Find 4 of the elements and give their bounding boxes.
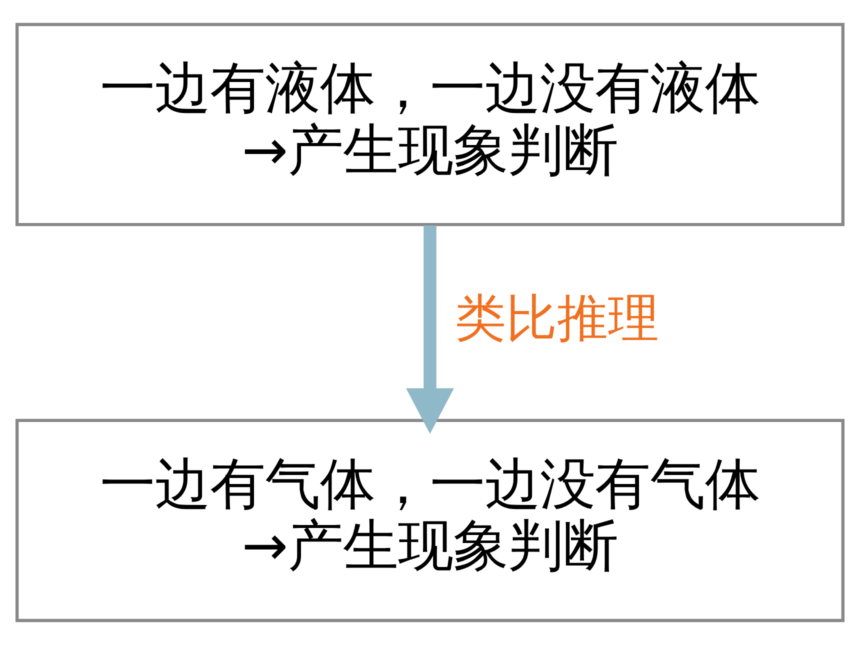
node-box: 一边有气体，一边没有气体 →产生现象判断 bbox=[15, 418, 845, 622]
edge-label: 类比推理 bbox=[455, 290, 660, 349]
node-box: 一边有液体，一边没有液体 →产生现象判断 bbox=[15, 22, 845, 226]
arrow bbox=[406, 226, 454, 434]
